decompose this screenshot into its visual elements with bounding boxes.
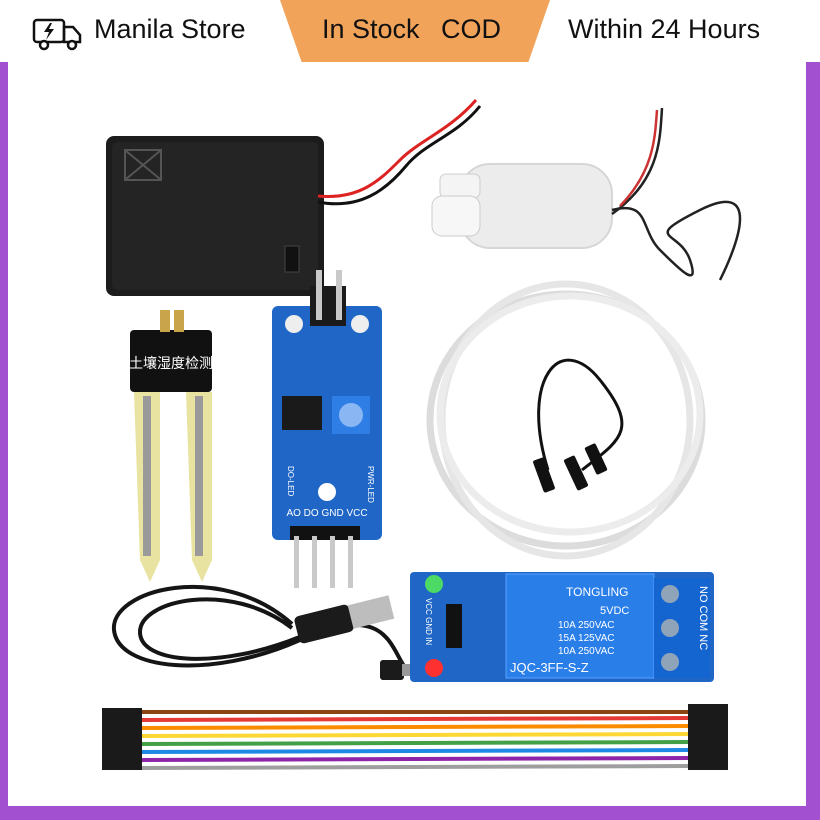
sensor-module: AO DO GND VCC DO-LED PWR-LED — [272, 270, 382, 588]
module-do-led-label: DO-LED — [286, 466, 295, 496]
delivery-time: Within 24 Hours — [568, 14, 761, 44]
relay-terminal-labels: NO COM NC — [697, 586, 709, 650]
battery-box — [106, 99, 482, 296]
jumper-wire-pair — [533, 358, 624, 493]
stock-status: In Stock — [322, 14, 420, 44]
soil-moisture-probe: 土壤湿度检测 — [129, 310, 213, 582]
probe-label: 土壤湿度检测 — [129, 355, 213, 372]
relay-rating-1: 10A 250VAC — [558, 620, 615, 631]
module-pin-labels: AO DO GND VCC — [286, 508, 367, 519]
water-pump — [431, 107, 742, 281]
store-name: Manila Store — [94, 14, 246, 44]
module-pwr-led-label: PWR-LED — [366, 466, 375, 503]
relay-rating-2: 15A 125VAC — [558, 633, 615, 644]
relay-pin-labels: VCC GND IN — [424, 598, 433, 645]
relay-model: JQC-3FF-S-Z — [510, 660, 589, 675]
banner-stock-segment — [280, 0, 550, 62]
silicone-tubing — [426, 280, 706, 560]
relay-voltage: 5VDC — [600, 605, 629, 617]
usb-power-cable — [111, 584, 414, 680]
relay-rating-3: 10A 250VAC — [558, 646, 615, 657]
promo-banner: Manila Store In Stock COD Within 24 Hour… — [0, 0, 820, 62]
relay-brand: TONGLING — [566, 585, 628, 599]
rainbow-jumper-cable — [102, 704, 728, 770]
truck-lightning-icon — [32, 18, 82, 51]
relay-module: TONGLING 5VDC 10A 250VAC 15A 125VAC 10A … — [410, 572, 714, 682]
banner-delivery-segment — [540, 0, 820, 62]
payment-method: COD — [441, 14, 501, 44]
